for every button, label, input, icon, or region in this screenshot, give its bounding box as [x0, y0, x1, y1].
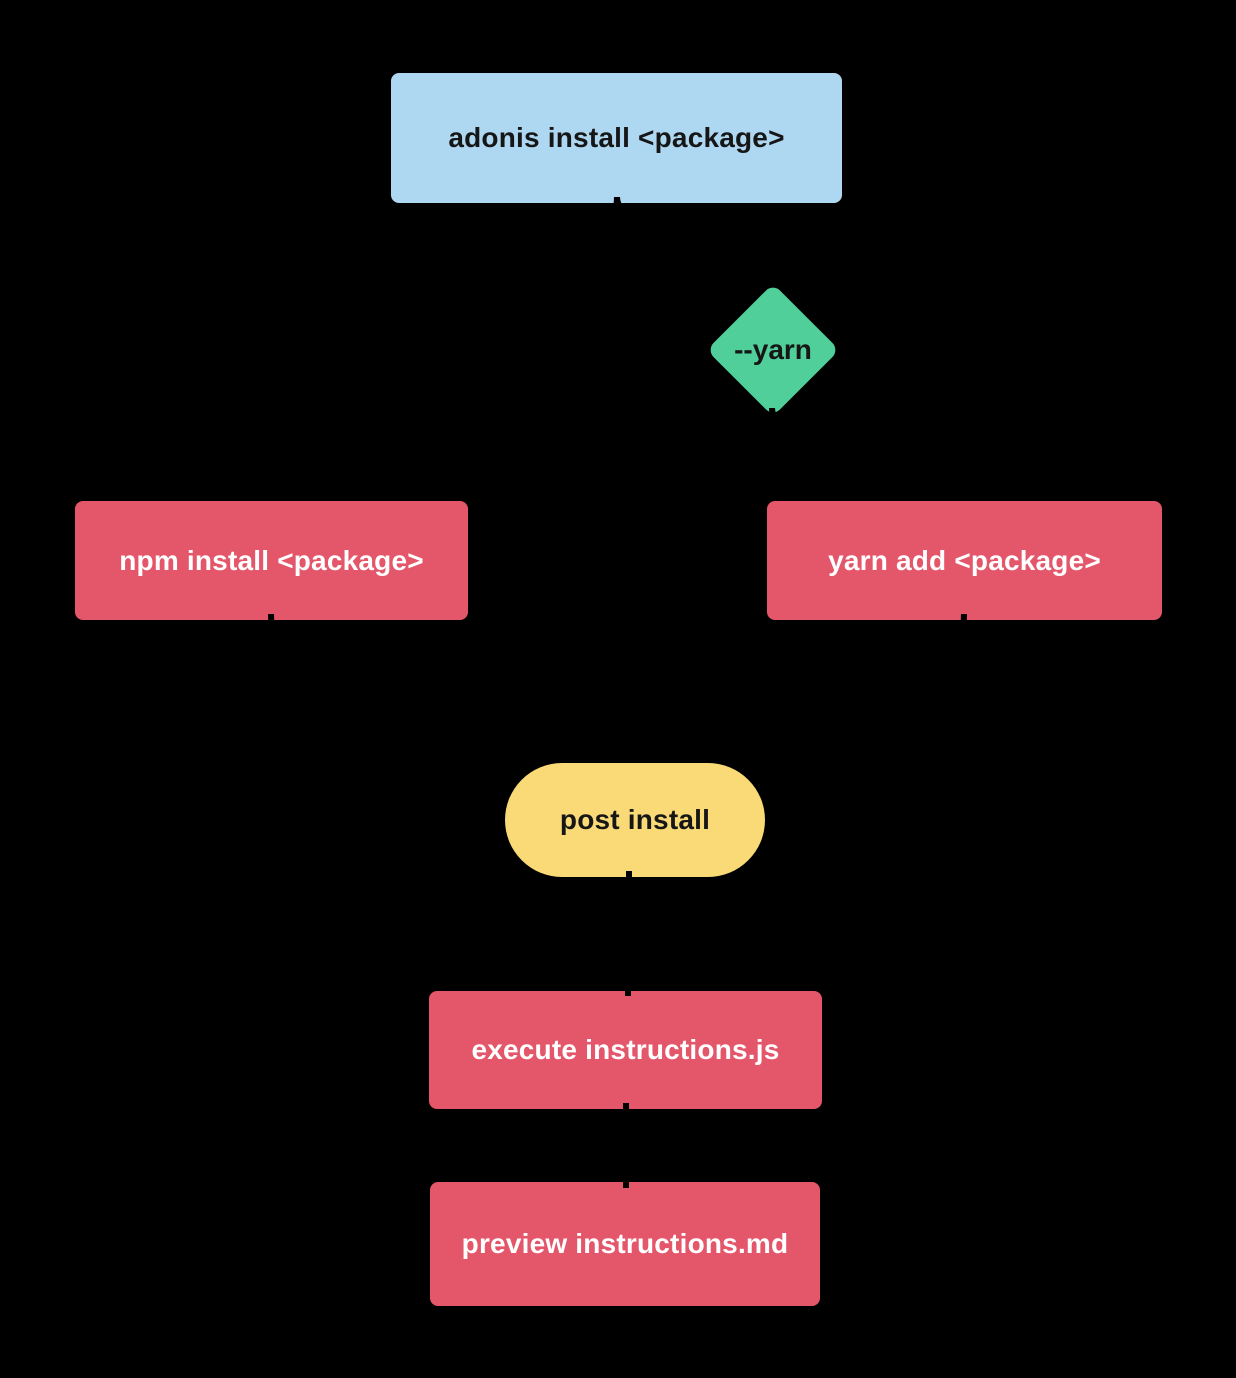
- node-post-install-label: post install: [559, 804, 711, 835]
- edge-yarn-add-to-post-install: [768, 613, 967, 823]
- edge-adonis-to-yarn-flag: [614, 196, 776, 278]
- node-adonis-install-command: adonis install <package>: [391, 73, 842, 203]
- node-yarn-flag-decision: --yarn: [706, 283, 840, 417]
- node-preview-instructions: preview instructions.md: [430, 1182, 820, 1306]
- node-yarn-add-label: yarn add <package>: [828, 544, 1101, 576]
- node-yarn-add: yarn add <package>: [767, 501, 1162, 620]
- node-execute-instructions-label: execute instructions.js: [471, 1034, 780, 1065]
- node-post-install: post install: [505, 763, 765, 877]
- node-yarn-flag-label: --yarn: [734, 334, 812, 365]
- edge-yarn-flag-to-yarn-add: [769, 407, 967, 498]
- edge-adonis-to-npm: [268, 196, 620, 496]
- node-execute-instructions: execute instructions.js: [429, 991, 822, 1109]
- edge-post-install-to-execute: [625, 870, 632, 997]
- node-preview-instructions-label: preview instructions.md: [461, 1228, 789, 1259]
- node-adonis-install-label: adonis install <package>: [448, 122, 785, 153]
- edge-npm-to-post-install: [268, 613, 500, 823]
- node-npm-install-label: npm install <package>: [119, 544, 424, 576]
- node-npm-install: npm install <package>: [75, 501, 468, 620]
